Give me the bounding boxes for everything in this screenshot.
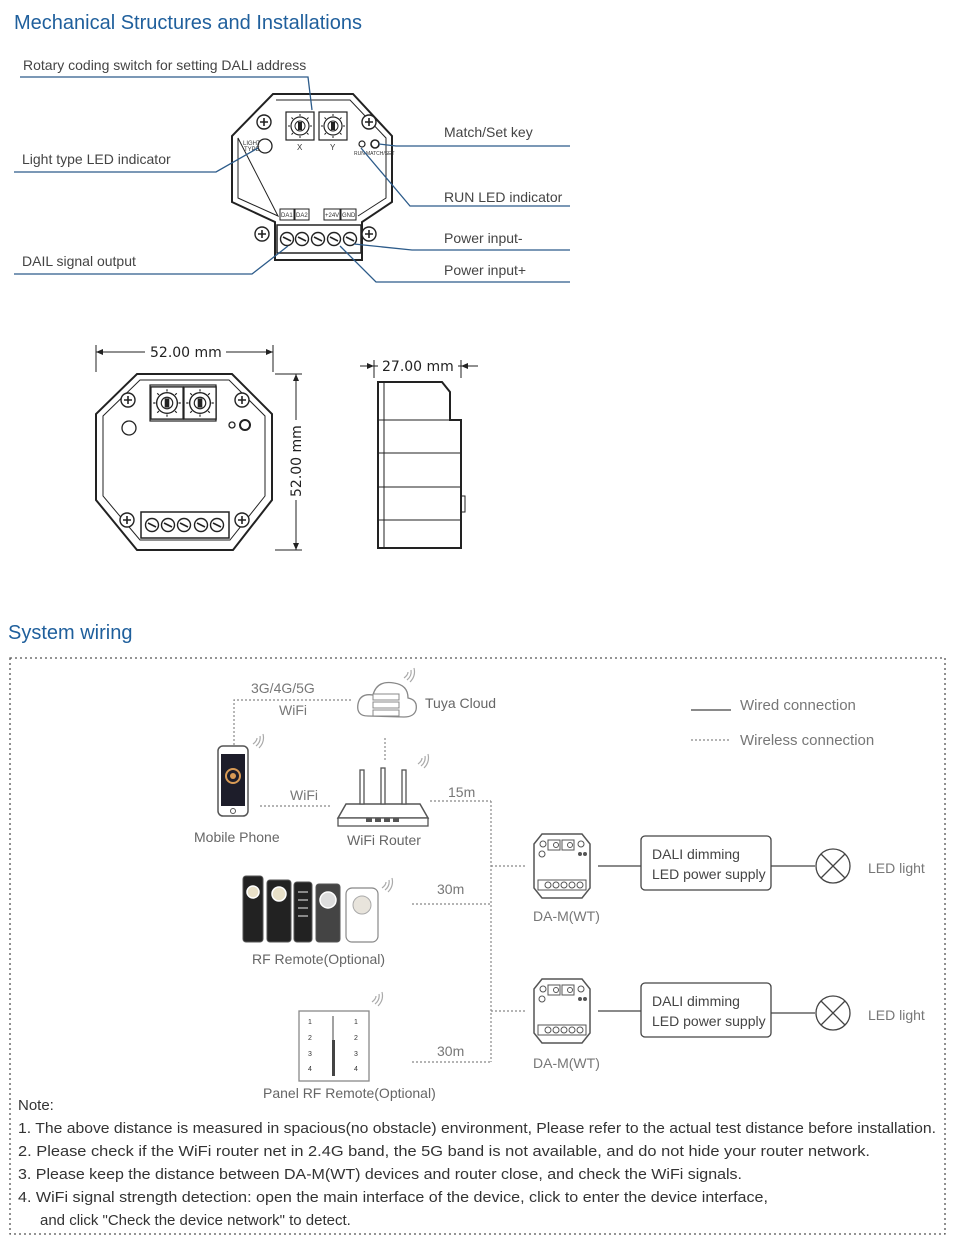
callout-power-plus: Power input+ (444, 262, 526, 278)
run-led (358, 140, 366, 148)
run-mark: RUN (354, 151, 365, 157)
rf-distance: 30m (437, 881, 464, 897)
network-wifi-label: WiFi (279, 702, 307, 718)
panel-mark-2r: 2 (354, 1035, 358, 1042)
callout-leaders (14, 76, 570, 283)
note-title: Note: (18, 1097, 54, 1114)
panel-mark-4: 4 (308, 1066, 312, 1073)
da1-mark: DA1 (281, 213, 293, 219)
psu1-line1: DALI dimming (652, 846, 740, 862)
legend-wired: Wired connection (740, 697, 856, 714)
router-label: WiFi Router (347, 832, 421, 848)
network-label: 3G/4G/5G (251, 680, 315, 696)
section-title-mechanical: Mechanical Structures and Installations (14, 12, 362, 34)
callout-dali-output: DAIL signal output (22, 253, 136, 269)
phone-cloud-link (233, 699, 352, 745)
da2-mark: DA2 (296, 213, 308, 219)
psu1-line2: LED power supply (652, 866, 766, 882)
cloud-icon (357, 667, 417, 718)
panel-mark-3: 3 (308, 1051, 312, 1058)
dial-y-label: Y (330, 143, 336, 152)
led-light-icon-1 (815, 848, 851, 884)
dimension-height: 52.00 mm (289, 425, 305, 497)
dimension-side-view (360, 360, 478, 549)
light-mark: LIGHT (243, 141, 261, 147)
mobile-phone-icon (217, 733, 265, 817)
callout-match-set: Match/Set key (444, 124, 533, 140)
da-m-device-2 (533, 978, 591, 1044)
psu-box-1 (640, 835, 772, 891)
panel-mark-1: 1 (308, 1019, 312, 1026)
plus24v-mark: +24V (325, 213, 339, 219)
match-set-key (370, 139, 380, 149)
panel-mark-4r: 4 (354, 1066, 358, 1073)
phone-wifi-label: WiFi (290, 787, 318, 803)
legend-wireless: Wireless connection (740, 732, 874, 749)
callout-rotary: Rotary coding switch for setting DALI ad… (23, 57, 306, 73)
type-mark: TYPE (244, 147, 260, 153)
dimension-depth: 27.00 mm (382, 359, 454, 375)
psu-box-2 (640, 982, 772, 1038)
panel-mark-3r: 3 (354, 1051, 358, 1058)
phone-label: Mobile Phone (194, 829, 280, 845)
gnd-mark: GND (342, 213, 356, 219)
panel-mark-2: 2 (308, 1035, 312, 1042)
dial-x-label: X (297, 143, 303, 152)
section-title-wiring: System wiring (8, 622, 132, 644)
panel-remote-icon (298, 991, 384, 1082)
panel-remote-label: Panel RF Remote(Optional) (263, 1085, 436, 1101)
router-distance: 15m (448, 784, 475, 800)
callout-light-type: Light type LED indicator (22, 151, 171, 167)
light-type-led (257, 138, 273, 154)
note-2: 2. Please check if the WiFi router net i… (18, 1143, 870, 1160)
rf-remote-label: RF Remote(Optional) (252, 951, 385, 967)
match-set-mark: MATCH/SET (366, 151, 395, 157)
led-light-icon-2 (815, 995, 851, 1031)
dimension-front-view (95, 345, 302, 551)
psu2-line2: LED power supply (652, 1013, 766, 1029)
dimension-width: 52.00 mm (150, 345, 222, 361)
light1-label: LED light (868, 860, 925, 876)
note-4: 4. WiFi signal strength detection: open … (18, 1189, 768, 1206)
light2-label: LED light (868, 1007, 925, 1023)
device2-label: DA-M(WT) (533, 1055, 600, 1071)
panel-mark-1r: 1 (354, 1019, 358, 1026)
note-3: 3. Please keep the distance between DA-M… (18, 1166, 742, 1183)
psu2-line1: DALI dimming (652, 993, 740, 1009)
callout-power-minus: Power input- (444, 230, 523, 246)
note-4-continuation: and click "Check the device network" to … (40, 1212, 351, 1229)
legend (691, 709, 731, 741)
wireless-bus (490, 801, 525, 1062)
rf-remote-group (242, 875, 394, 943)
device1-label: DA-M(WT) (533, 908, 600, 924)
device-front-view: X Y LIGHT TYPE RUN MATCH/SET DA1 DA2 +24… (231, 93, 395, 261)
cloud-label: Tuya Cloud (425, 695, 496, 711)
callout-run-led: RUN LED indicator (444, 189, 563, 205)
note-1: 1. The above distance is measured in spa… (18, 1120, 936, 1137)
da-m-device-1 (533, 833, 591, 899)
wifi-router-icon (336, 753, 430, 827)
panel-distance: 30m (437, 1043, 464, 1059)
